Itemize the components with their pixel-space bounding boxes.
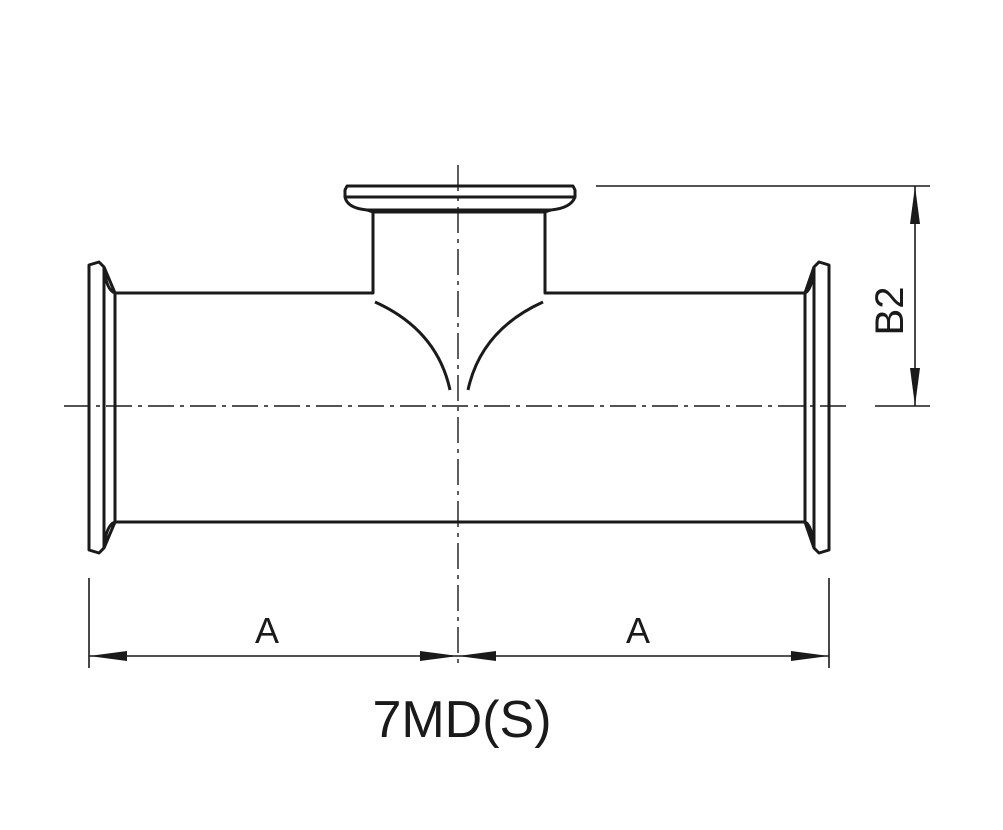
left-ferrule	[87, 260, 106, 555]
arrowhead-a-left-end	[420, 651, 458, 661]
part-code-label: 7MD(S)	[372, 691, 551, 749]
dimension-label-a-left: A	[255, 610, 279, 651]
branch-curve-right	[466, 300, 544, 391]
arrowhead-a-right-end	[791, 651, 829, 661]
right-ferrule-neck	[803, 266, 816, 549]
right-ferrule	[812, 260, 831, 555]
arrowhead-a-left-start	[89, 651, 127, 661]
tee-body	[87, 184, 831, 555]
arrowhead-a-right-start	[458, 651, 496, 661]
branch-curve-left	[374, 300, 452, 391]
top-ferrule	[343, 184, 577, 199]
dimension-label-b2: B2	[868, 287, 912, 336]
left-ferrule-neck	[102, 266, 117, 549]
body-upper-outline	[115, 210, 805, 295]
top-ferrule-neck	[343, 196, 577, 214]
dimension-label-a-right: A	[626, 610, 650, 651]
arrowhead-b2-bottom	[910, 368, 920, 406]
center-lines	[64, 165, 850, 668]
arrowhead-b2-top	[910, 186, 920, 224]
dimension-arrows	[89, 186, 920, 661]
